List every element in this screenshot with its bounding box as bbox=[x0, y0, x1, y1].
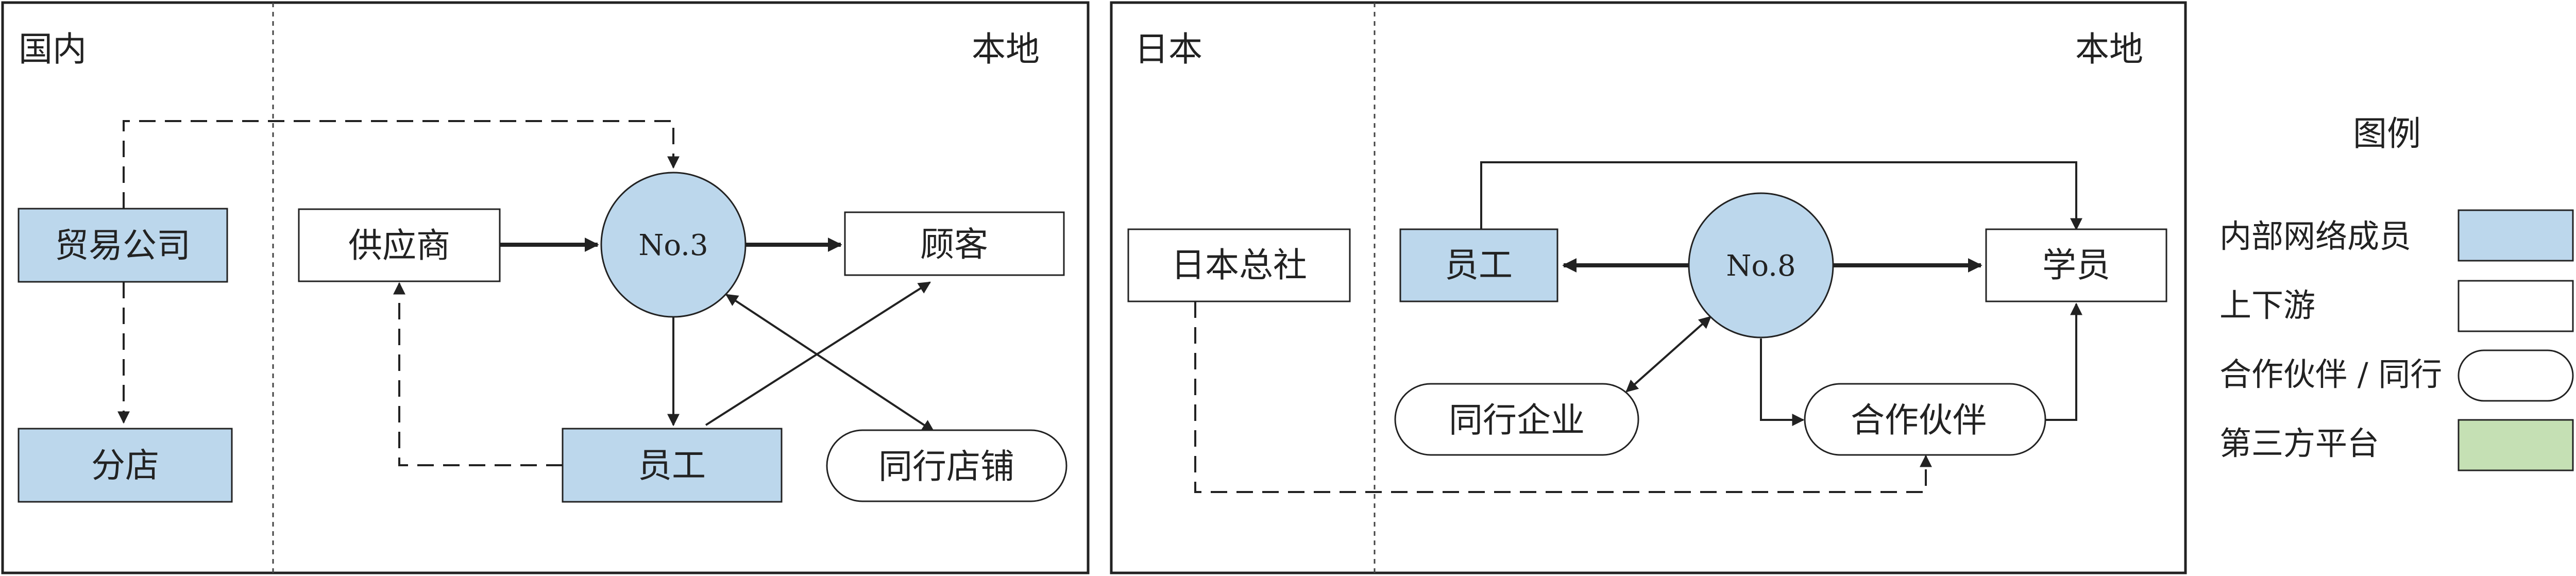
node-supplier: 供应商 bbox=[298, 208, 501, 282]
right-panel-frame bbox=[1110, 1, 2187, 574]
node-trading-company: 贸易公司 bbox=[18, 208, 228, 283]
node-student-box bbox=[1985, 228, 2167, 302]
edge-partner-to-student bbox=[2045, 302, 2082, 421]
legend-item-peer-swatch bbox=[2458, 349, 2574, 402]
legend-item-internal-label: 内部网络成员 bbox=[2219, 217, 2411, 255]
left-panel-frame bbox=[1, 1, 1090, 574]
node-peer-store-box bbox=[826, 429, 1067, 502]
node-peer-company-label: 同行企业 bbox=[1449, 400, 1585, 440]
edge-hub-peer-store bbox=[725, 294, 935, 432]
edge-hq-to-partner bbox=[1194, 301, 1932, 493]
legend-title: 图例 bbox=[2353, 114, 2421, 154]
node-employee-left-label: 员工 bbox=[638, 446, 706, 485]
node-peer-company: 同行企业 bbox=[1394, 383, 1639, 456]
legend-item-peer-label: 合作伙伴 / 同行 bbox=[2219, 355, 2442, 393]
node-hub-no3-label: No.3 bbox=[638, 229, 708, 262]
right-region-left-label: 日本 bbox=[1134, 29, 1202, 69]
node-hub-no8: No.8 bbox=[1688, 192, 1834, 338]
right-panel: 日本 本地 日本总社 员工 No.8 学员 同行企业 bbox=[1110, 1, 2187, 574]
node-branch-box bbox=[18, 428, 233, 503]
node-branch-label: 分店 bbox=[91, 446, 159, 485]
node-hub-no8-label: No.8 bbox=[1726, 249, 1795, 283]
left-region-right-label: 本地 bbox=[972, 29, 1040, 69]
node-trading-company-label: 贸易公司 bbox=[55, 226, 191, 265]
node-headquarters-label: 日本总社 bbox=[1171, 245, 1307, 285]
edge-employee-to-student bbox=[1480, 161, 2082, 231]
node-customer-label: 顾客 bbox=[920, 225, 988, 264]
node-employee-right-label: 员工 bbox=[1445, 245, 1513, 285]
edge-hub-to-partner bbox=[1760, 338, 1805, 426]
node-supplier-label: 供应商 bbox=[348, 226, 450, 265]
left-panel: 国内 本地 贸易公司 分店 供应商 No.3 顾客 bbox=[1, 1, 1090, 574]
node-peer-store-label: 同行店铺 bbox=[878, 447, 1014, 486]
edge-hub-peer-company bbox=[1625, 316, 1711, 393]
left-region-left-label: 国内 bbox=[19, 29, 87, 69]
legend: 图例 内部网络成员 上下游 合作伙伴 / 同行 第三方平台 bbox=[2219, 114, 2574, 471]
node-student-label: 学员 bbox=[2042, 245, 2110, 285]
node-employee-right-box bbox=[1399, 228, 1558, 302]
legend-item-platform-label: 第三方平台 bbox=[2219, 425, 2379, 462]
node-student: 学员 bbox=[1985, 228, 2167, 302]
node-employee-left-box bbox=[562, 428, 783, 503]
edge-trading-to-hub bbox=[123, 120, 680, 209]
legend-item-updown-swatch bbox=[2458, 280, 2574, 332]
node-hub-no3: No.3 bbox=[600, 172, 747, 318]
node-headquarters-box bbox=[1127, 228, 1351, 302]
node-branch: 分店 bbox=[18, 428, 233, 503]
node-employee-left: 员工 bbox=[562, 428, 783, 503]
right-region-right-label: 本地 bbox=[2075, 29, 2143, 69]
node-supplier-box bbox=[298, 208, 501, 282]
legend-item-internal-swatch bbox=[2458, 209, 2574, 262]
node-trading-company-box bbox=[18, 208, 228, 283]
edge-employee-to-supplier bbox=[393, 282, 563, 466]
node-hub-no8-circle bbox=[1688, 192, 1834, 338]
node-employee-right: 员工 bbox=[1399, 228, 1558, 302]
legend-item-platform-swatch bbox=[2458, 419, 2574, 471]
node-customer: 顾客 bbox=[844, 211, 1065, 276]
node-headquarters: 日本总社 bbox=[1127, 228, 1351, 302]
node-partner-label: 合作伙伴 bbox=[1851, 400, 1987, 440]
node-partner-box bbox=[1804, 383, 2046, 456]
legend-item-updown-label: 上下游 bbox=[2219, 286, 2315, 324]
node-peer-store: 同行店铺 bbox=[826, 429, 1067, 502]
node-partner: 合作伙伴 bbox=[1804, 383, 2046, 456]
node-peer-company-box bbox=[1394, 383, 1639, 456]
node-hub-no3-circle bbox=[600, 172, 747, 318]
node-customer-box bbox=[844, 211, 1065, 276]
